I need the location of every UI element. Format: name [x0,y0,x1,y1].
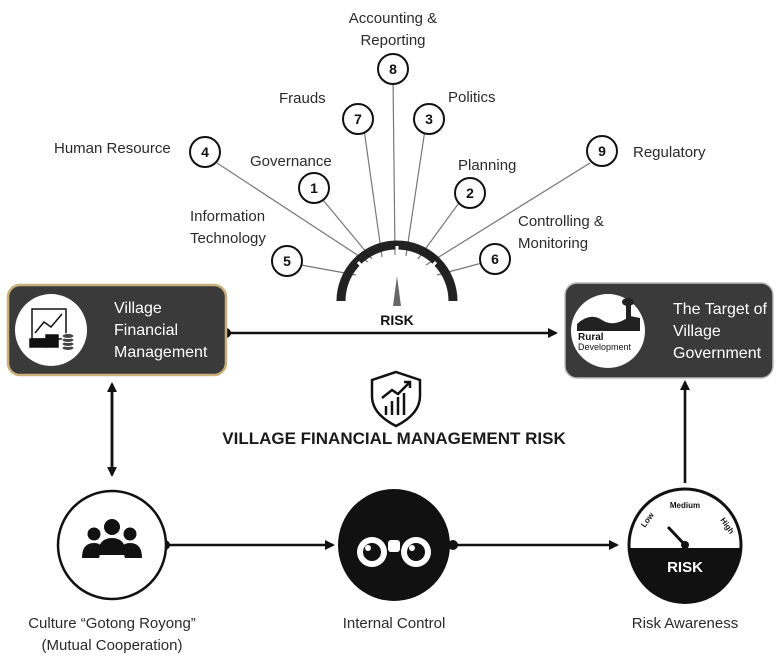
gauge-needle [393,276,401,306]
factor-number: 2 [466,185,474,201]
factor-label: Accounting &Reporting [349,10,437,49]
leader-line-1 [322,199,373,260]
factor-3: Politics 3 [413,89,496,135]
factor-number-circle [479,243,511,275]
factor-label: Frauds [279,90,326,107]
meter-needle [666,525,687,547]
finance-chart-icon [29,308,67,348]
factor-number: 1 [310,180,318,196]
culture-caption: Culture “Gotong Royong”(Mutual Cooperati… [28,615,196,654]
connector-dot [448,540,458,550]
factor-9: Regulatory 9 [586,135,706,167]
leader-line-3 [405,122,427,257]
risk-meter-base [629,548,741,604]
leader-line-9 [425,162,591,266]
factor-number-circle [298,172,330,204]
factor-label: Controlling &Monitoring [518,213,604,252]
factor-number-circle [586,135,618,167]
gauge-label: RISK [380,312,413,328]
factor-1: Governance 1 [250,153,332,204]
factor-7: Frauds 7 [279,90,374,135]
internal-control-caption: Internal Control [343,615,446,632]
factor-label: Planning [458,157,516,174]
factor-number-circle [454,177,486,209]
leader-lines [216,75,591,276]
factor-number: 5 [283,253,291,269]
gauge-tick [356,260,369,274]
people-group-icon [82,519,142,558]
factor-number: 3 [425,111,433,127]
water-tower-icon [626,303,631,319]
meter-risk-label: RISK [667,559,703,576]
factor-number-circle [413,103,445,135]
risk-gauge: RISK [336,240,458,328]
rural-landscape-icon [577,316,640,331]
internal-control-node: Internal Control [338,489,450,632]
culture-node: Culture “Gotong Royong”(Mutual Cooperati… [28,489,196,654]
factor-label: Regulatory [633,144,706,161]
factor-number: 9 [598,143,606,159]
factor-number: 8 [389,61,397,77]
finance-icon-badge [15,294,87,366]
logo-word-development: Development [578,342,632,352]
factor-number-circle [377,53,409,85]
risk-awareness-node: Low Medium High RISK Risk Awareness [627,487,743,632]
meter-pivot [681,541,689,549]
water-tower-tank-icon [622,298,634,306]
factor-number: 6 [491,251,499,267]
coin-stack-icon [61,333,75,351]
gauge-arc [336,240,458,302]
shield-growth-icon [370,370,422,428]
leader-line-7 [362,121,383,258]
leader-line-8 [392,75,396,256]
factor-2: Planning 2 [454,157,516,209]
factor-label: Politics [448,89,496,106]
factor-4: Human Resource 4 [54,136,221,168]
binoculars-icon [357,537,431,567]
center-title: VILLAGE FINANCIAL MANAGEMENT RISK [222,429,566,448]
logo-word-rural: Rural [578,332,604,343]
factor-number: 7 [354,111,362,127]
factor-8: Accounting &Reporting 8 [349,10,437,85]
factor-number-circle [342,103,374,135]
factor-number-circle [271,245,303,277]
factor-number-circle [189,136,221,168]
factor-label: Governance [250,153,332,170]
factor-number: 4 [201,144,209,160]
factor-label: Human Resource [54,140,171,157]
gauge-tick [425,260,438,274]
factor-6: Controlling &Monitoring 6 [479,213,604,275]
meter-scale-medium: Medium [670,501,700,510]
risk-awareness-caption: Risk Awareness [632,615,738,632]
leader-line-4 [216,162,369,263]
